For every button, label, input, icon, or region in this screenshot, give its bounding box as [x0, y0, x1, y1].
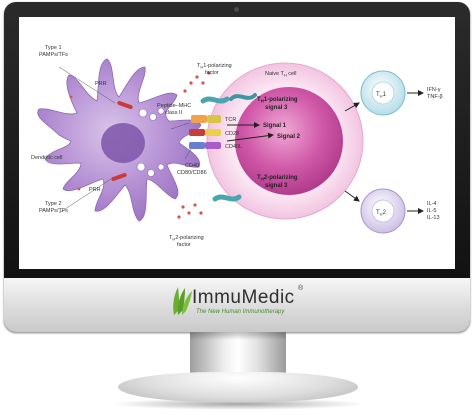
label-peptide-mhc-l1: Peptide–MHC: [157, 103, 191, 109]
label-th1-cell: TH1: [376, 92, 387, 99]
th1-factor-receptor: [200, 96, 230, 104]
label-th2-cell: TH2: [376, 210, 387, 217]
brand-name: ImmuMedic: [192, 287, 295, 308]
leader-lines: [58, 66, 192, 214]
label-type1-pamps-l1: Type 1: [45, 45, 62, 51]
webcam-dot: [234, 7, 239, 12]
label-naive-cell: Naive TH cell: [265, 71, 297, 78]
registered-mark: ®: [298, 285, 304, 292]
label-th1-cytokine-1: IFN-γ: [427, 87, 441, 93]
label-type1-pamps-l2: PAMPs/TFs: [39, 52, 68, 58]
label-signal2: Signal 2: [277, 134, 301, 140]
label-th1-factor-l2: factor: [205, 70, 219, 76]
th2-cell-nucleus: [371, 199, 395, 223]
label-costim-l2: CD80/CD86: [177, 170, 207, 176]
th1-cell-nucleus: [371, 81, 395, 105]
brand-logo: ImmuMedic ® The New Human Immunotherapy: [170, 285, 310, 325]
monitor-stand-base: [118, 372, 358, 402]
naive-t-cell-nucleus: [235, 87, 343, 195]
label-cd28: CD28: [225, 131, 239, 137]
prr-bottom-receptor: [111, 172, 127, 182]
label-th2-factor-l2: factor: [177, 242, 191, 248]
arrow-to-th2: [344, 190, 360, 202]
immune-diagram: Type 1 PAMPs/TFs PRR Type 2 PAMPs/TFs PR…: [31, 45, 443, 248]
signal2-arrow: [226, 132, 274, 142]
vesicles-bottom: [136, 162, 165, 177]
label-th2-factor: TH2-polarizing: [169, 235, 204, 242]
label-type2-pamps-l2: PAMPs/TFs: [39, 208, 68, 214]
leaf-hand-icon: [173, 287, 192, 315]
label-prr-bottom: PRR: [89, 187, 101, 193]
dendritic-nucleus: [101, 123, 145, 163]
stand-neck-shadow: [190, 332, 286, 340]
tcr-complex: [191, 115, 221, 123]
label-prr-top: PRR: [95, 81, 107, 87]
label-th2-signal3: TH2-polarizing: [257, 175, 298, 182]
label-th1-cytokine-2: TNF-β: [427, 94, 443, 100]
label-type2-pamps-l1: Type 2: [45, 201, 62, 207]
monitor-stand-neck: [190, 332, 286, 376]
label-signal1: Signal 1: [263, 123, 287, 129]
brand-tagline: The New Human Immunotherapy: [196, 309, 285, 315]
label-th1-signal3: TH1-polarizing: [257, 97, 298, 104]
prr-top-receptor: [117, 100, 133, 110]
label-costim-l1: CD40: [185, 163, 199, 169]
th2-factor-receptor: [212, 194, 242, 202]
label-th2-signal3-l2: signal 3: [265, 183, 288, 189]
monitor-bezel: Type 1 PAMPs/TFs PRR Type 2 PAMPs/TFs PR…: [4, 2, 470, 332]
vesicles-top: [138, 107, 165, 121]
label-dendritic-cell: Dendritic cell: [31, 155, 62, 161]
stand-base-shadow: [110, 398, 366, 410]
arrow-to-th1: [344, 102, 360, 112]
label-th2-cytokine-2: IL-5: [427, 208, 436, 214]
cytokine-dots: [69, 71, 211, 219]
label-th2-cytokine-3: IL-13: [427, 215, 440, 221]
label-tcr: TCR: [225, 117, 236, 123]
label-peptide-mhc-l2: class II: [165, 110, 183, 116]
label-th1-factor: TH1-polarizing: [197, 63, 232, 70]
cd28-complex: [189, 129, 221, 136]
label-th1-signal3-l2: signal 3: [265, 105, 288, 111]
cd40l-complex: [189, 142, 221, 149]
label-th2-cytokine-1: IL-4: [427, 201, 436, 207]
monitor-screen: Type 1 PAMPs/TFs PRR Type 2 PAMPs/TFs PR…: [19, 17, 455, 269]
label-cd40l: CD40L: [225, 144, 242, 150]
monitor-chin: [4, 278, 470, 332]
th1-factor-binding: [229, 93, 257, 101]
